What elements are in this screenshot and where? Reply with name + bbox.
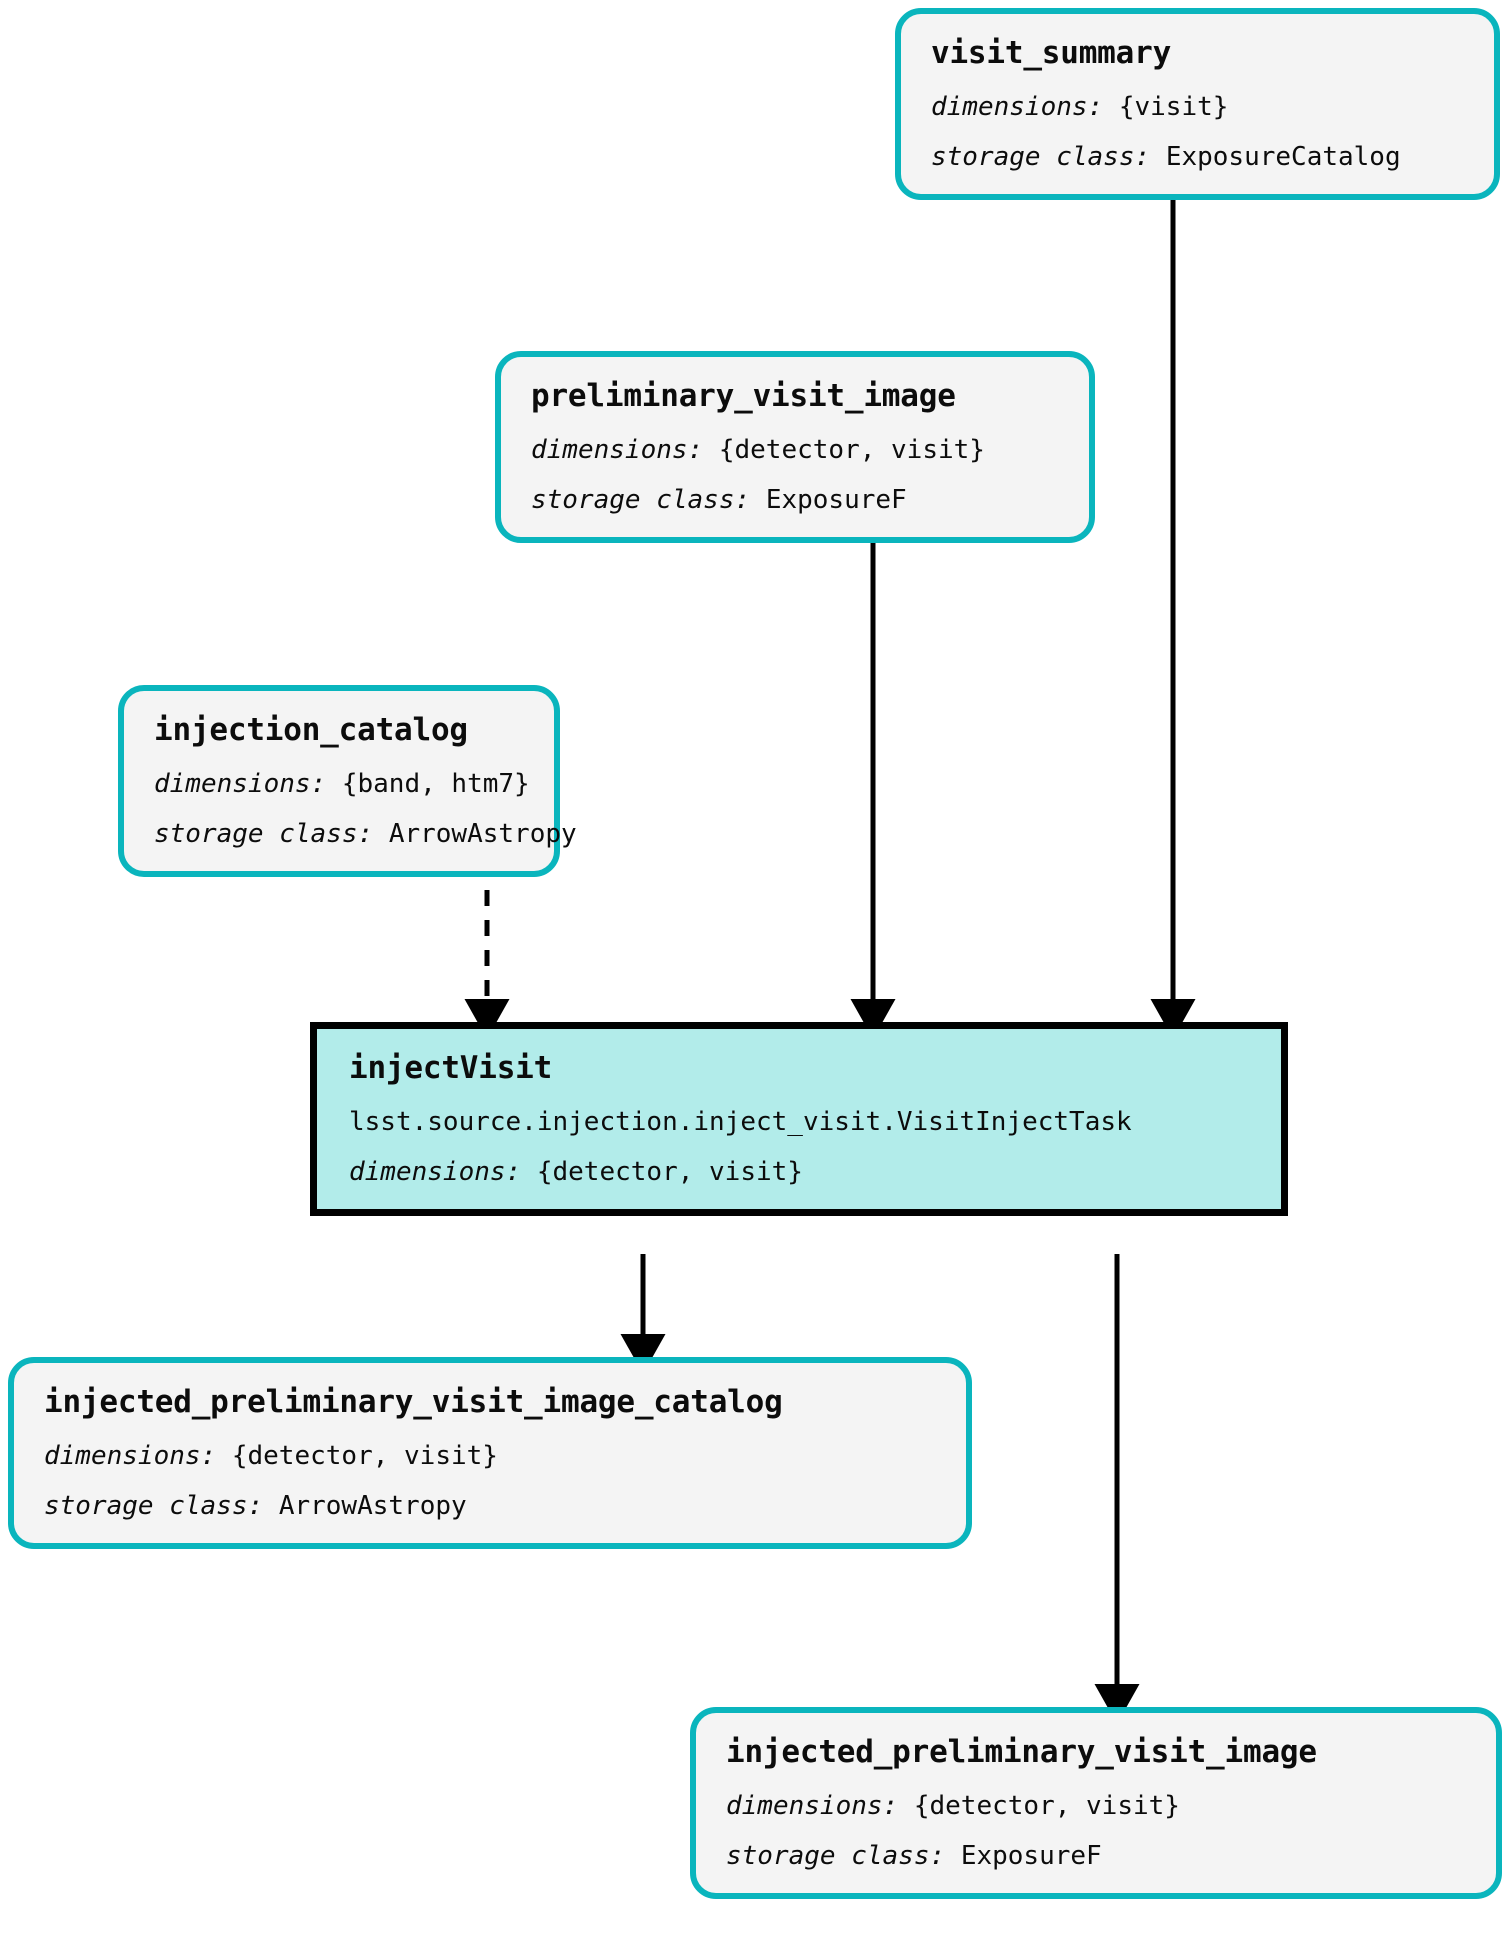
dataset-node-injected-preliminary-visit-image-catalog[interactable]: injected_preliminary_visit_image_catalog… xyxy=(8,1357,972,1550)
dataset-node-injected-preliminary-visit-image[interactable]: injected_preliminary_visit_image dimensi… xyxy=(690,1707,1502,1900)
node-storage-class: storage class: ArrowAstropy xyxy=(154,818,577,852)
storage-class-label: storage class: xyxy=(44,1490,264,1521)
storage-class-label: storage class: xyxy=(531,484,751,515)
storage-class-value: ExposureF xyxy=(765,484,907,515)
dimensions-value: {detector, visit} xyxy=(913,1790,1180,1821)
dimensions-label: dimensions: xyxy=(154,768,327,799)
storage-class-label: storage class: xyxy=(726,1840,946,1871)
node-title: injected_preliminary_visit_image xyxy=(726,1734,1317,1770)
storage-class-label: storage class: xyxy=(931,141,1151,172)
node-title: preliminary_visit_image xyxy=(531,378,956,414)
dimensions-value: {detector, visit} xyxy=(231,1440,498,1471)
dimensions-label: dimensions: xyxy=(349,1156,522,1187)
storage-class-label: storage class: xyxy=(154,818,374,849)
node-dimensions: dimensions: {detector, visit} xyxy=(726,1790,1466,1824)
dimensions-value: {visit} xyxy=(1118,91,1229,122)
node-title: injection_catalog xyxy=(154,712,468,748)
storage-class-value: ExposureF xyxy=(960,1840,1102,1871)
node-title: injected_preliminary_visit_image_catalog xyxy=(44,1384,783,1420)
dataset-node-preliminary-visit-image[interactable]: preliminary_visit_image dimensions: {det… xyxy=(495,351,1095,544)
node-storage-class: storage class: ExposureCatalog xyxy=(931,141,1464,175)
node-storage-class: storage class: ExposureF xyxy=(531,484,1059,518)
node-dimensions: dimensions: {band, htm7} xyxy=(154,768,530,802)
node-dimensions: dimensions: {detector, visit} xyxy=(531,434,1059,468)
node-dimensions: dimensions: {visit} xyxy=(931,91,1464,125)
dimensions-value: {detector, visit} xyxy=(718,434,985,465)
task-node-injectvisit[interactable]: injectVisit lsst.source.injection.inject… xyxy=(310,1022,1288,1217)
node-dimensions: dimensions: {detector, visit} xyxy=(349,1156,1251,1190)
storage-class-value: ExposureCatalog xyxy=(1165,141,1401,172)
dimensions-label: dimensions: xyxy=(726,1790,899,1821)
node-title: visit_summary xyxy=(931,35,1172,71)
node-title: injectVisit xyxy=(349,1050,553,1086)
storage-class-value: ArrowAstropy xyxy=(278,1490,467,1521)
dimensions-label: dimensions: xyxy=(531,434,704,465)
dimensions-label: dimensions: xyxy=(44,1440,217,1471)
node-storage-class: storage class: ArrowAstropy xyxy=(44,1490,936,1524)
node-dimensions: dimensions: {detector, visit} xyxy=(44,1440,936,1474)
dimensions-label: dimensions: xyxy=(931,91,1104,122)
node-storage-class: storage class: ExposureF xyxy=(726,1840,1466,1874)
task-class-path: lsst.source.injection.inject_visit.Visit… xyxy=(349,1106,1132,1137)
dimensions-value: {detector, visit} xyxy=(536,1156,803,1187)
dimensions-value: {band, htm7} xyxy=(341,768,530,799)
dataset-node-visit-summary[interactable]: visit_summary dimensions: {visit} storag… xyxy=(895,8,1500,201)
storage-class-value: ArrowAstropy xyxy=(388,818,577,849)
dataset-node-injection-catalog[interactable]: injection_catalog dimensions: {band, htm… xyxy=(118,685,577,878)
